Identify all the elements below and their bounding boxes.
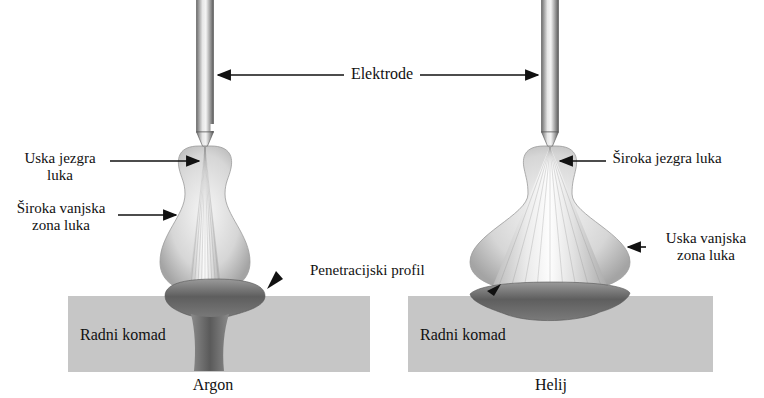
arc-streak	[205, 147, 212, 287]
torch-group	[470, 0, 630, 321]
gas-caption: Helij	[501, 376, 601, 394]
workpiece-label: Radni komad	[420, 326, 506, 344]
arc-streak	[201, 147, 205, 287]
penetration-finger	[191, 314, 229, 371]
arc-streak	[537, 147, 550, 287]
pointer-triangle	[267, 271, 283, 289]
arc-streak	[198, 147, 205, 287]
callout-label: Elektrode	[332, 65, 432, 83]
tungsten-electrode	[542, 0, 559, 132]
arc-core	[189, 146, 221, 291]
penetration-profile	[165, 279, 265, 318]
arc-core	[492, 146, 608, 291]
arc-streak	[550, 147, 589, 287]
workpiece-label: Radni komad	[80, 326, 166, 344]
torch-group	[160, 0, 265, 371]
callout-label: Široka vanjska zona luka	[15, 200, 107, 235]
tungsten-electrode	[197, 0, 214, 132]
outer-arc-zone	[470, 146, 630, 293]
arc-streak	[205, 147, 219, 287]
leader-arrow	[560, 160, 606, 162]
electrode-tip	[197, 132, 214, 146]
arc-streak	[550, 147, 563, 287]
leader-arrow	[110, 160, 199, 162]
electrode-notch	[211, 124, 215, 131]
pointer-triangle	[487, 284, 501, 296]
arc-streak	[511, 147, 550, 287]
penetration-profile	[470, 282, 630, 321]
arc-streak	[191, 147, 205, 287]
arc-streak	[550, 147, 602, 287]
leader-arrow	[218, 74, 344, 76]
callout-label: Uska jezgra luka	[15, 150, 105, 185]
arc-streak	[550, 147, 576, 287]
callout-label: Uska vanjska zona luka	[652, 230, 760, 265]
leader-arrow	[420, 74, 538, 76]
callout-label: Penetracijski profil	[310, 262, 460, 279]
leader-arrow	[118, 214, 176, 216]
arc-streak	[205, 147, 216, 287]
gas-caption: Argon	[163, 376, 263, 394]
electrode-tip	[542, 132, 559, 146]
outer-arc-zone	[160, 146, 250, 293]
arc-streak	[524, 147, 550, 287]
leader-arrow	[628, 246, 646, 248]
arc-streak	[194, 147, 205, 287]
arc-streak	[498, 147, 550, 287]
callout-label: Široka jezgra luka	[612, 150, 722, 167]
arc-streak	[550, 147, 551, 287]
